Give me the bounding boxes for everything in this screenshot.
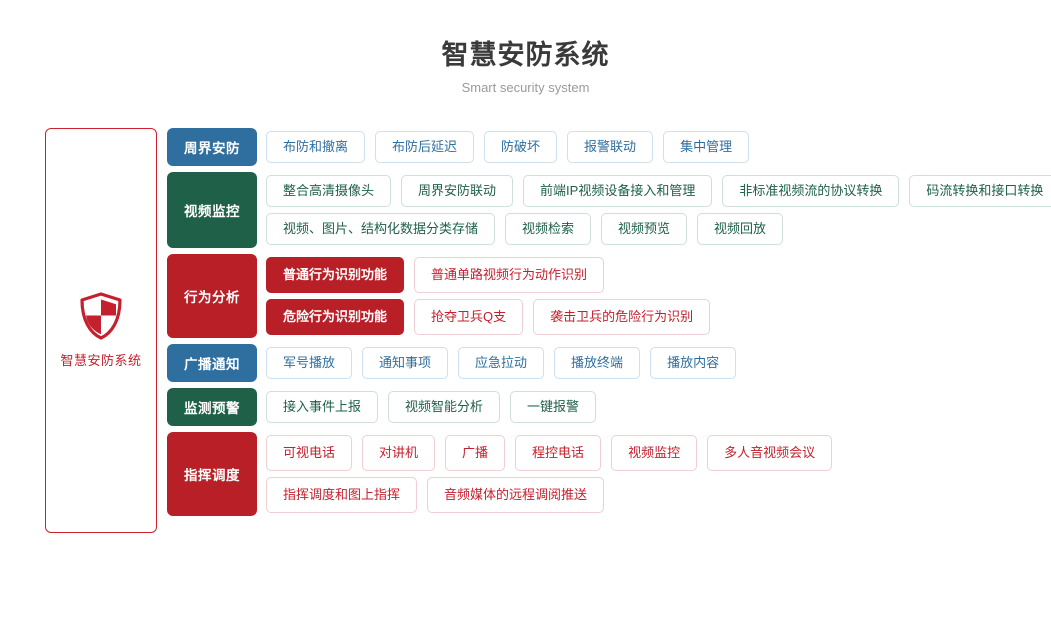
- page-subtitle: Smart security system: [461, 80, 590, 95]
- brand-card: 智慧安防系统: [45, 128, 157, 533]
- feature-line: 军号播放通知事项应急拉动播放终端播放内容: [266, 347, 1051, 379]
- category-label-2[interactable]: 视频监控: [167, 172, 257, 248]
- category-label-1[interactable]: 周界安防: [167, 128, 257, 166]
- feature-line: 普通行为识别功能普通单路视频行为动作识别: [266, 257, 1051, 293]
- feature-pill[interactable]: 布防后延迟: [375, 131, 475, 163]
- feature-lines: 可视电话对讲机广播程控电话视频监控多人音视频会议指挥调度和图上指挥音频媒体的远程…: [257, 432, 1051, 516]
- page-header: 智慧安防系统 Smart security system: [0, 0, 1051, 96]
- category-row: 指挥调度可视电话对讲机广播程控电话视频监控多人音视频会议指挥调度和图上指挥音频媒…: [167, 432, 1051, 516]
- feature-pill[interactable]: 袭击卫兵的危险行为识别: [533, 299, 711, 335]
- feature-line: 布防和撤离布防后延迟防破坏报警联动集中管理: [266, 131, 1051, 163]
- feature-pill[interactable]: 军号播放: [266, 347, 353, 379]
- feature-pill[interactable]: 通知事项: [362, 347, 449, 379]
- feature-pill[interactable]: 多人音视频会议: [707, 435, 833, 471]
- feature-lines: 整合高清摄像头周界安防联动前端IP视频设备接入和管理非标准视频流的协议转换码流转…: [257, 172, 1051, 248]
- feature-pill[interactable]: 周界安防联动: [401, 175, 514, 207]
- feature-pill[interactable]: 危险行为识别功能: [266, 299, 405, 335]
- feature-line: 可视电话对讲机广播程控电话视频监控多人音视频会议: [266, 435, 1051, 471]
- feature-pill[interactable]: 可视电话: [266, 435, 353, 471]
- feature-pill[interactable]: 一键报警: [510, 391, 597, 423]
- feature-pill[interactable]: 抢夺卫兵Q支: [414, 299, 524, 335]
- category-label-5[interactable]: 监测预警: [167, 388, 257, 426]
- feature-pill[interactable]: 视频监控: [611, 435, 698, 471]
- feature-line: 视频、图片、结构化数据分类存储视频检索视频预览视频回放: [266, 213, 1051, 245]
- feature-pill[interactable]: 对讲机: [362, 435, 436, 471]
- feature-pill[interactable]: 指挥调度和图上指挥: [266, 477, 418, 513]
- feature-pill[interactable]: 应急拉动: [458, 347, 545, 379]
- brand-label: 智慧安防系统: [60, 353, 142, 368]
- feature-lines: 布防和撤离布防后延迟防破坏报警联动集中管理: [257, 128, 1051, 166]
- feature-pill[interactable]: 程控电话: [515, 435, 602, 471]
- category-rows: 周界安防布防和撤离布防后延迟防破坏报警联动集中管理视频监控整合高清摄像头周界安防…: [167, 128, 1051, 522]
- feature-line: 指挥调度和图上指挥音频媒体的远程调阅推送: [266, 477, 1051, 513]
- feature-pill[interactable]: 接入事件上报: [266, 391, 379, 423]
- feature-pill[interactable]: 广播: [445, 435, 506, 471]
- feature-pill[interactable]: 视频、图片、结构化数据分类存储: [266, 213, 496, 245]
- feature-pill[interactable]: 播放内容: [650, 347, 737, 379]
- feature-pill[interactable]: 布防和撤离: [266, 131, 366, 163]
- feature-pill[interactable]: 视频智能分析: [388, 391, 501, 423]
- main-content: 智慧安防系统 周界安防布防和撤离布防后延迟防破坏报警联动集中管理视频监控整合高清…: [0, 128, 1051, 533]
- category-label-4[interactable]: 广播通知: [167, 344, 257, 382]
- category-row: 广播通知军号播放通知事项应急拉动播放终端播放内容: [167, 344, 1051, 382]
- feature-pill[interactable]: 报警联动: [567, 131, 654, 163]
- feature-line: 整合高清摄像头周界安防联动前端IP视频设备接入和管理非标准视频流的协议转换码流转…: [266, 175, 1051, 207]
- category-row: 监测预警接入事件上报视频智能分析一键报警: [167, 388, 1051, 426]
- feature-pill[interactable]: 码流转换和接口转换: [909, 175, 1051, 207]
- feature-pill[interactable]: 防破坏: [484, 131, 558, 163]
- feature-pill[interactable]: 前端IP视频设备接入和管理: [523, 175, 713, 207]
- shield-icon: [79, 292, 123, 340]
- feature-lines: 军号播放通知事项应急拉动播放终端播放内容: [257, 344, 1051, 382]
- feature-pill[interactable]: 普通单路视频行为动作识别: [414, 257, 605, 293]
- feature-line: 接入事件上报视频智能分析一键报警: [266, 391, 1051, 423]
- feature-pill[interactable]: 音频媒体的远程调阅推送: [427, 477, 605, 513]
- category-row: 周界安防布防和撤离布防后延迟防破坏报警联动集中管理: [167, 128, 1051, 166]
- feature-pill[interactable]: 播放终端: [554, 347, 641, 379]
- feature-pill[interactable]: 集中管理: [663, 131, 750, 163]
- feature-pill[interactable]: 普通行为识别功能: [266, 257, 405, 293]
- category-label-3[interactable]: 行为分析: [167, 254, 257, 338]
- category-label-6[interactable]: 指挥调度: [167, 432, 257, 516]
- feature-pill[interactable]: 视频回放: [697, 213, 784, 245]
- feature-line: 危险行为识别功能抢夺卫兵Q支袭击卫兵的危险行为识别: [266, 299, 1051, 335]
- category-row: 行为分析普通行为识别功能普通单路视频行为动作识别危险行为识别功能抢夺卫兵Q支袭击…: [167, 254, 1051, 338]
- feature-pill[interactable]: 非标准视频流的协议转换: [722, 175, 900, 207]
- category-row: 视频监控整合高清摄像头周界安防联动前端IP视频设备接入和管理非标准视频流的协议转…: [167, 172, 1051, 248]
- feature-pill[interactable]: 视频检索: [505, 213, 592, 245]
- feature-lines: 普通行为识别功能普通单路视频行为动作识别危险行为识别功能抢夺卫兵Q支袭击卫兵的危…: [257, 254, 1051, 338]
- page-title: 智慧安防系统: [441, 40, 610, 70]
- feature-lines: 接入事件上报视频智能分析一键报警: [257, 388, 1051, 426]
- feature-pill[interactable]: 整合高清摄像头: [266, 175, 392, 207]
- feature-pill[interactable]: 视频预览: [601, 213, 688, 245]
